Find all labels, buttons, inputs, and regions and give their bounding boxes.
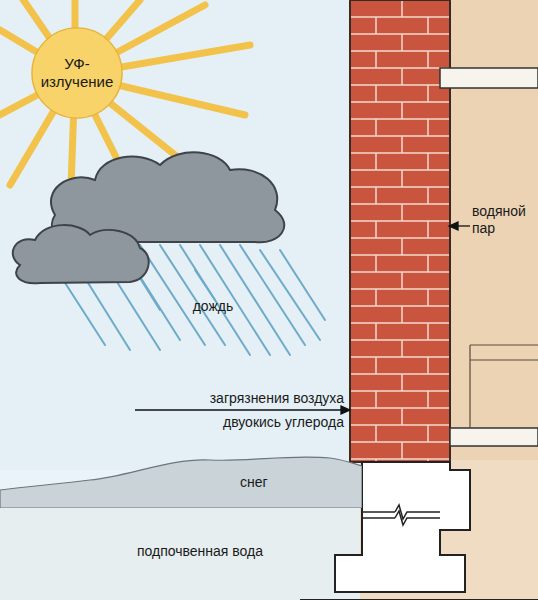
label: загрязнения воздуха bbox=[130, 390, 344, 407]
interior-lines bbox=[470, 345, 538, 428]
sky bbox=[0, 0, 352, 470]
snow-label: снег bbox=[240, 474, 268, 491]
base-line bbox=[300, 599, 538, 600]
floor-slab bbox=[450, 428, 538, 446]
sun-circle: УФ- излучение bbox=[31, 27, 123, 119]
shape-outline bbox=[32, 28, 122, 118]
snow-band: снег bbox=[0, 452, 362, 508]
label: дождь bbox=[168, 298, 258, 315]
label: подпочвенная вода bbox=[100, 543, 300, 560]
brick-wall bbox=[350, 0, 450, 462]
arrows bbox=[135, 222, 470, 414]
shape-outline bbox=[0, 457, 362, 508]
sun-label: УФ- излучение bbox=[39, 55, 115, 91]
cloud bbox=[13, 152, 284, 283]
label: водяной пар bbox=[472, 203, 536, 237]
foundation-break bbox=[362, 505, 440, 525]
snow-drift bbox=[0, 452, 362, 508]
floor-slab bbox=[440, 68, 538, 88]
label: двуокись углерода bbox=[130, 414, 344, 431]
